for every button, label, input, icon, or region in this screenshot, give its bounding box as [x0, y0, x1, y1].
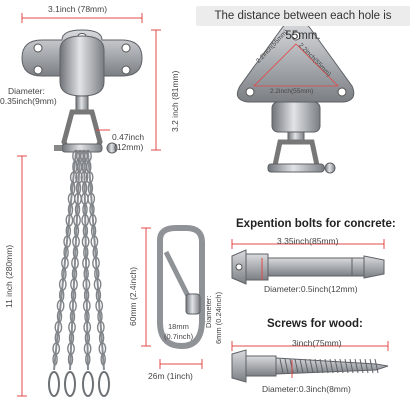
chain-links: [52, 149, 107, 366]
plate-width-label: 3.1inch (78mm): [48, 4, 108, 14]
screw-length-label: 3inch(75mm): [292, 338, 342, 348]
snap-hooks: [48, 371, 110, 397]
carabiner: [157, 225, 205, 350]
shackle-width-label: 0.47inch: [112, 132, 145, 142]
hole-diameter-label: Diameter:: [8, 86, 45, 96]
bolt-diameter-label: Diameter:0.5inch(12mm): [264, 284, 358, 294]
hole-diameter-value: 0.35inch(9mm): [0, 96, 57, 106]
carabiner-diameter-value: 6mm (0.24inch): [214, 291, 223, 344]
chains: [53, 151, 105, 371]
hole-distance-note: The distance between each hole is 55mm.: [196, 6, 410, 42]
bolts-heading: Expention bolts for concrete:: [236, 218, 396, 230]
bolt-length-label: 3.35inch(85mm): [277, 236, 339, 246]
carabiner-gap-value: (0.7inch): [164, 332, 194, 341]
triangle-hanger: [236, 20, 355, 174]
carabiner-gap-label: 18mm: [168, 322, 189, 331]
dimension-lines: [17, 13, 389, 397]
expansion-bolt: [231, 249, 385, 285]
wood-screw: [231, 349, 389, 383]
swivel-hanger: [21, 29, 143, 154]
carabiner-length-label: 60mm (2.4inch): [128, 266, 138, 326]
triangle-side-bottom: 2.2inch(55mm): [270, 88, 314, 95]
carabiner-diameter-label: Diameter:: [204, 295, 213, 328]
screw-diameter-label: Diameter:0.3inch(8mm): [262, 384, 351, 394]
chain-length-label: 11 inch (280mm): [4, 244, 14, 308]
carabiner-width-label: 26m (1inch): [148, 371, 193, 381]
screws-heading: Screws for wood:: [267, 318, 363, 330]
shackle-width-value: (12mm): [114, 142, 144, 152]
height-label: 3.2 inch (81mm): [170, 70, 180, 132]
